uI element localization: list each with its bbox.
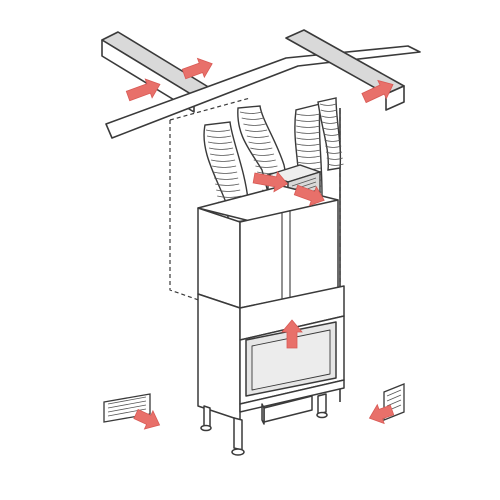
duct-rib [246,135,269,138]
airflow-arrow-floor-vent-left [133,408,161,430]
duct-rib [325,151,343,154]
duct-rib [322,127,340,130]
duct-rib [215,183,240,186]
duct-rib [324,139,341,142]
fireplace-unit [197,185,345,456]
duct-rib [296,161,321,164]
duct-rib [245,129,268,132]
duct-rib [210,159,236,162]
duct-rib [208,147,234,150]
duct-rib [296,143,321,146]
floor-vent-left-grille [103,393,151,423]
duct-rib [296,125,321,128]
duct-rib [213,171,238,174]
duct-rib [320,109,337,112]
duct-rib [323,133,340,136]
duct-rib [319,103,337,106]
duct-rib [209,153,235,156]
duct-rib [251,153,275,156]
duct-rib [214,177,239,180]
duct-rib [296,149,321,152]
duct-rib [322,121,339,124]
duct-rib [241,117,264,120]
duct-rib [296,155,321,158]
duct-rib [248,141,271,144]
duct-rib [295,113,321,116]
airflow-arrow-duct-box-out [293,184,325,207]
duct-rib [250,147,273,150]
duct-rib [239,111,263,114]
duct-rib [255,165,278,168]
duct-rib [296,131,321,134]
airflow-arrows [125,57,395,430]
airflow-arrow-floor-vent-right [368,403,395,425]
duct-rib [216,189,241,192]
duct-rib [253,159,276,162]
duct-rib [206,135,232,138]
duct-rib [243,123,266,126]
duct-rib [296,119,321,122]
airflow-arrow-ceiling-right-out [361,79,394,104]
airflow-arrow-ceiling-left-out [125,78,161,102]
duct-rib [326,157,343,160]
duct-rib [296,137,321,140]
duct-rib [321,115,338,118]
duct-rib [205,129,231,132]
duct-rib [212,165,237,168]
duct-rib [325,145,342,148]
airflow-arrow-duct-box-out-2 [252,171,289,193]
airflow-arrow-ceiling-left-out-2 [181,57,213,80]
duct-rib [327,163,344,166]
duct-rib [207,141,233,144]
airflow-arrow-firebox-rise [281,319,303,349]
